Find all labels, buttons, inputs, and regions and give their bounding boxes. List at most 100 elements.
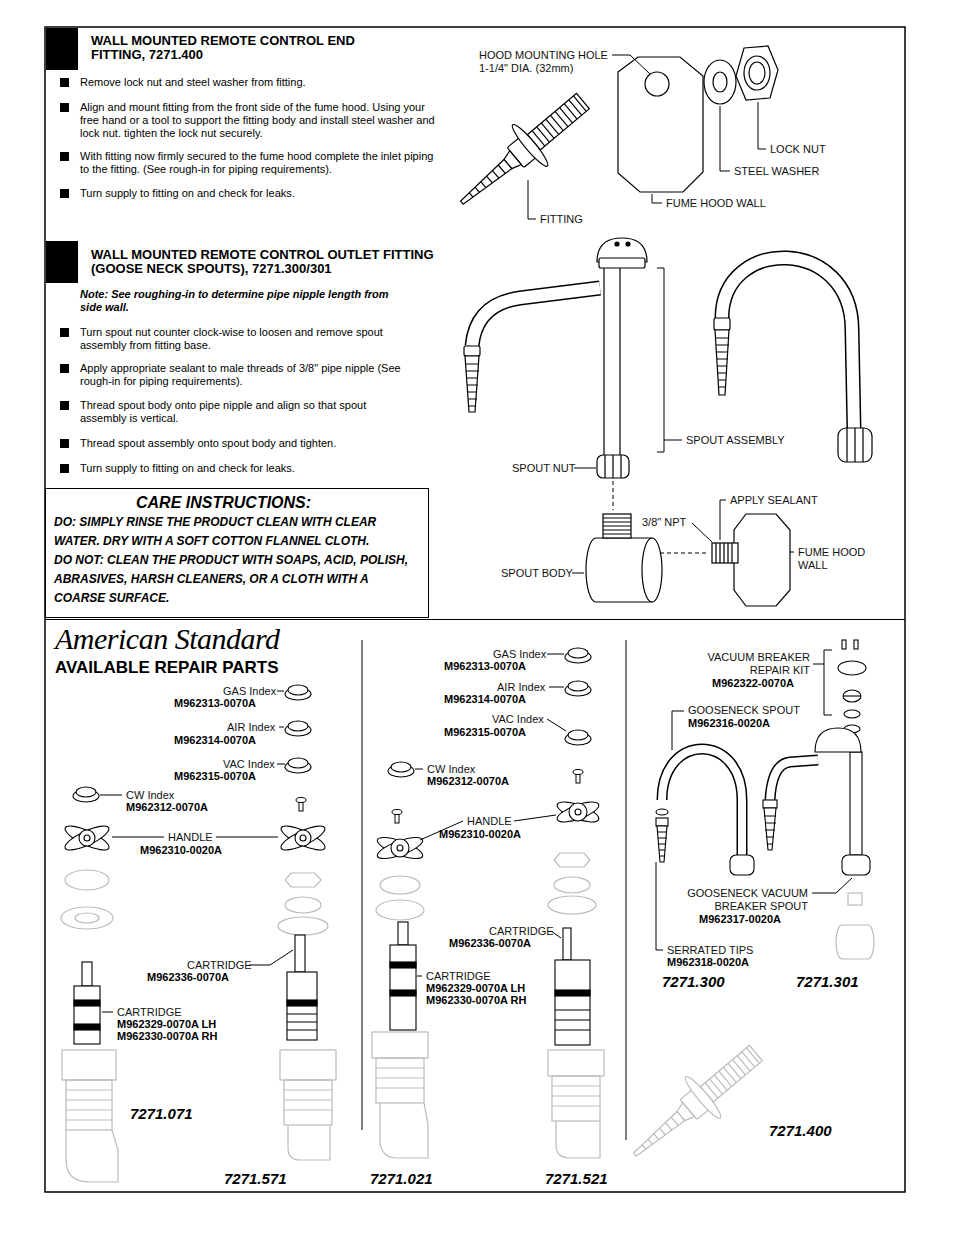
faded-part-part (65, 870, 109, 890)
remote-spout-part (770, 760, 818, 800)
part-number: M962315-0070A (444, 726, 526, 739)
callout-label: AIR Index (227, 721, 275, 734)
callout-label: CARTRIDGE (117, 1006, 182, 1019)
leader-line-part (112, 837, 164, 838)
leader-line-part (549, 687, 564, 688)
leader-line-part (824, 650, 832, 715)
part-number: M962315-0070A (174, 770, 256, 783)
part-number: M962336-0070A (449, 937, 531, 950)
faded-part-part (548, 1050, 604, 1076)
step-text: Turn supply to fitting on and check for … (60, 462, 405, 475)
leader-line-part (277, 764, 285, 765)
leader-line-part (102, 1012, 113, 1013)
gooseneck-spout (656, 749, 754, 875)
cartridge-part (390, 945, 416, 1030)
spout-body-part (603, 518, 631, 534)
model-number: 7271.571 (224, 1170, 287, 1188)
faded-fitting-part-part (705, 1048, 759, 1098)
callout-label: CARTRIDGE (426, 970, 491, 983)
remote-spout-part-part (615, 242, 619, 246)
leader-line-part (652, 194, 662, 203)
end-fitting (445, 80, 601, 223)
cartridge-part (295, 935, 305, 972)
part-number: M962312-0070A (427, 775, 509, 788)
leader-line-part (547, 719, 566, 731)
leader-line-part (758, 102, 766, 149)
leader-line-part (100, 795, 122, 796)
gooseneck-spout-part-part (656, 818, 668, 826)
index-button-part-part (568, 648, 588, 658)
gooseneck-spout-part-part (715, 338, 729, 387)
model-number: 7271.301 (796, 973, 859, 991)
vacuum-breaker-kit-part (843, 695, 861, 696)
faded-part-part (285, 897, 321, 913)
leader-line-part (279, 727, 284, 728)
callout-label: GOOSENECK VACUUM BREAKER SPOUT (680, 887, 808, 912)
leader-line-part (672, 711, 684, 750)
faded-part-part (284, 1090, 332, 1110)
callout-label: GAS Index (493, 648, 546, 661)
index-button-part (285, 721, 311, 736)
faded-part-part (62, 1050, 116, 1080)
leader-line-part (572, 573, 584, 574)
leader-line-part (514, 815, 556, 821)
remote-spout-part-part (464, 346, 480, 356)
leader-line-part (656, 862, 663, 950)
model-number: 7271.400 (769, 1122, 832, 1140)
callout-label: FUME HOOD WALL (666, 197, 766, 210)
section-heading: WALL MOUNTED REMOTE CONTROL OUTLET FITTI… (60, 248, 461, 276)
callout-label: CARTRIDGE (187, 959, 252, 972)
faded-part-part (288, 1125, 330, 1160)
lock-nut-part (744, 56, 770, 90)
part-number: M962329-0070A LH (426, 982, 525, 995)
step-text: Remove lock nut and steel washer from fi… (60, 76, 440, 89)
callout-label: HANDLE (168, 831, 213, 844)
column-divider (362, 640, 626, 1140)
index-button-part (388, 762, 414, 777)
faded-fitting-part-part (631, 1111, 685, 1159)
remote-spout-part-part (465, 356, 479, 412)
remote-spout-part (472, 288, 600, 346)
faded-part-part (848, 893, 862, 905)
handle-part-part (575, 809, 581, 815)
handle-part-part (79, 830, 95, 846)
leader-line-part (612, 55, 650, 74)
cartridge-part (287, 1014, 317, 1030)
care-text: DO: SIMPLY RINSE THE PRODUCT CLEAN WITH … (54, 513, 420, 551)
part-number: M962322-0070A (712, 677, 794, 690)
remote-spout-part-part (763, 800, 777, 808)
remote-spout-part-part (605, 455, 621, 478)
cartridge-part (74, 1000, 100, 1006)
faded-fitting-part-part (641, 1117, 679, 1151)
screw-part (573, 770, 583, 784)
leader-line-part (812, 878, 852, 893)
index-button-part-part (568, 730, 588, 740)
handle-part-part (397, 845, 403, 851)
faded-fitting-part (618, 1032, 774, 1175)
handle-part-part (62, 822, 111, 855)
hood-wall-plate-part (712, 543, 738, 563)
faded-part-part (380, 876, 420, 894)
remote-spout-part (770, 760, 818, 800)
screw-part-part (296, 798, 306, 803)
handle-part (375, 833, 425, 863)
faded-part-part (66, 1090, 112, 1120)
callout-label: AIR Index (497, 681, 545, 694)
faded-part-part (554, 853, 590, 867)
remote-spout-part-part (850, 752, 862, 855)
cartridge-part (287, 1000, 317, 1006)
remote-spout-part-part (764, 816, 776, 844)
faded-part-part (61, 907, 113, 929)
handle-part-part (555, 798, 601, 826)
faded-part-part (836, 925, 874, 959)
index-button-part (285, 758, 311, 773)
index-button-part (565, 730, 591, 745)
faded-part-part (556, 1121, 600, 1158)
gooseneck-spout-part (722, 258, 854, 430)
instruction-section: WALL MOUNTED REMOTE CONTROL END FITTING,… (60, 34, 460, 200)
note-text: Note: See roughing-in to determine pipe … (60, 288, 400, 314)
step-text: Apply appropriate sealant to male thread… (60, 362, 405, 388)
column-divider-part (362, 640, 363, 1130)
faded-part-part (284, 1080, 332, 1125)
